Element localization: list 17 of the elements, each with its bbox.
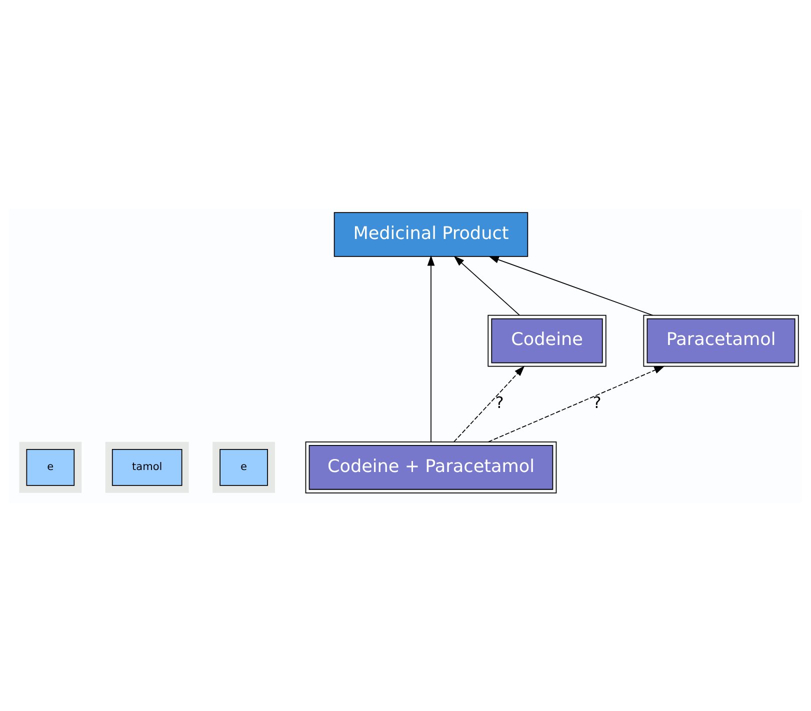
cluster — [19, 441, 82, 492]
node-box: e — [220, 448, 268, 486]
arrow — [454, 255, 520, 316]
node-box: Codeine — [488, 314, 606, 366]
node-box: Paracetamol — [643, 314, 799, 366]
arrow — [488, 365, 665, 442]
node-box: e — [26, 448, 75, 486]
edge-label: ? — [495, 392, 504, 412]
node-box: Codeine + Paracetamol — [305, 440, 557, 493]
arrow — [453, 365, 525, 442]
node-box: Medicinal Product — [334, 212, 528, 256]
cluster — [105, 441, 189, 492]
node-box: tamol — [112, 448, 182, 486]
arrow — [488, 256, 654, 316]
edge-label: ? — [592, 392, 602, 412]
arrow — [427, 254, 435, 442]
cluster — [212, 441, 275, 492]
